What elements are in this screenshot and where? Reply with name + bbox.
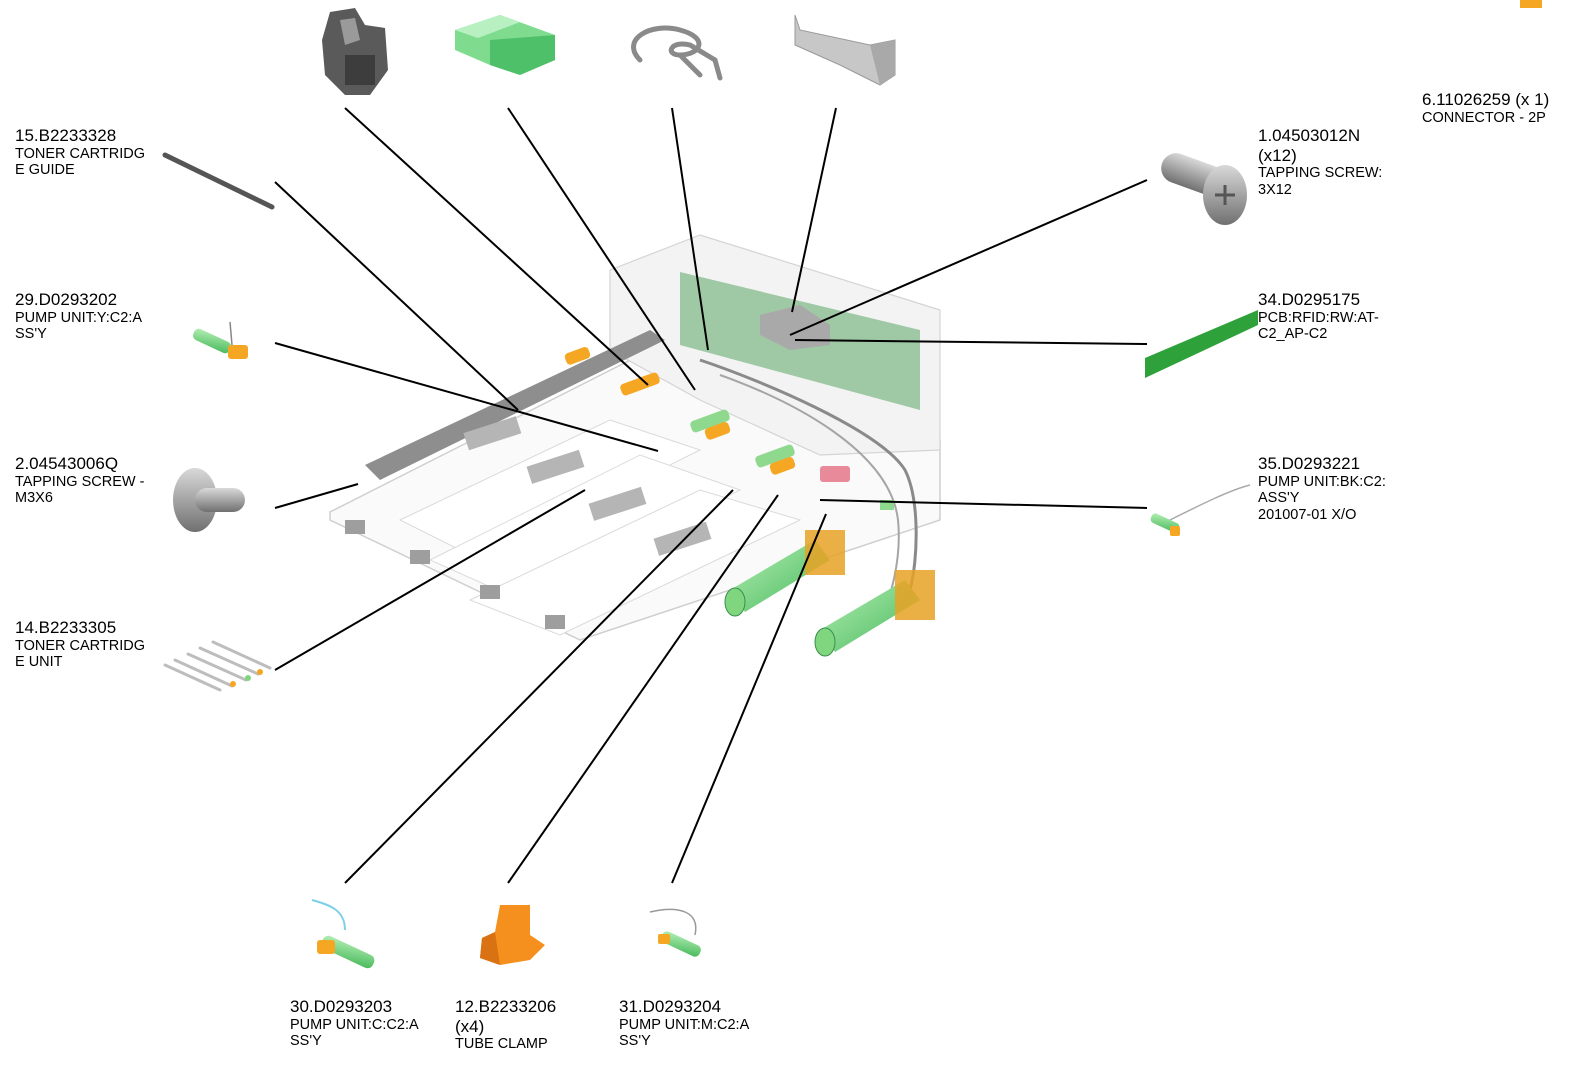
rear-bracket xyxy=(760,305,830,350)
green-bracket-part xyxy=(455,15,555,75)
base-tab xyxy=(545,615,565,629)
part-number: 15.B2233328 xyxy=(15,126,117,145)
assembly-pump-units xyxy=(564,347,850,482)
leader-14 xyxy=(274,489,586,671)
part-number: 30.D0293203 xyxy=(290,997,393,1016)
base-tab xyxy=(410,550,430,564)
pump-bk-part xyxy=(1150,484,1251,536)
screw-3x12-part xyxy=(1161,153,1247,225)
part-description: TAPPING SCREW: 3X12 xyxy=(1258,165,1383,198)
part-description: PUMP UNIT:Y:C2:A SS'Y xyxy=(15,309,143,343)
front-pump-1 xyxy=(724,530,845,617)
leader-latch xyxy=(344,107,649,386)
slot-pad xyxy=(653,521,712,556)
leader-spring xyxy=(671,107,709,351)
part-label-15: 15.B2233328 TONER CARTRIDG E GUIDE xyxy=(15,126,145,179)
leader-green-bracket xyxy=(507,107,696,391)
leader-31 xyxy=(671,513,827,884)
part-label-31: 31.D0293204 PUMP UNIT:M:C2:A SS'Y xyxy=(619,997,749,1050)
spring-part xyxy=(631,25,723,81)
part-description: TAPPING SCREW - M3X6 xyxy=(15,473,145,507)
rfid-pcb-part xyxy=(1145,310,1258,378)
guide-rail xyxy=(365,330,665,480)
connector-2p-part xyxy=(1520,0,1542,8)
screw-m3x6-part xyxy=(173,468,245,532)
part-description: TUBE CLAMP xyxy=(455,1036,548,1053)
part-description: PUMP UNIT:M:C2:A SS'Y xyxy=(619,1016,750,1050)
part-number: 31.D0293204 xyxy=(619,997,722,1016)
pump-y-part xyxy=(192,321,248,359)
small-green-clip xyxy=(880,500,894,510)
leader-metal-plate xyxy=(791,107,837,313)
leader-lines xyxy=(274,107,1148,884)
pump-m-part xyxy=(649,908,701,957)
part-label-30: 30.D0293203 PUMP UNIT:C:C2:A SS'Y xyxy=(290,997,419,1050)
part-number: 6.11026259 (x 1) xyxy=(1422,90,1550,109)
part-label-35: 35.D0293221 PUMP UNIT:BK:C2: ASS'Y 20100… xyxy=(1258,454,1386,524)
part-number: 1.04503012N xyxy=(1258,126,1361,145)
cartridge-slot xyxy=(398,419,702,561)
base-tab xyxy=(480,585,500,599)
part-number: 34.D0295175 xyxy=(1258,290,1361,309)
part-description: TONER CARTRIDG E GUIDE xyxy=(15,145,145,179)
pump-c-part xyxy=(311,899,375,969)
part-number: 12.B2233206 xyxy=(455,997,557,1016)
part-label-14: 14.B2233305 TONER CARTRIDG E UNIT xyxy=(15,618,145,671)
leader-1 xyxy=(789,179,1148,336)
slot-pad xyxy=(526,449,585,484)
part-description: PUMP UNIT:BK:C2: ASS'Y 201007-01 X/O xyxy=(1258,473,1386,523)
latch-part xyxy=(322,8,388,95)
toner-cartridge-unit-part xyxy=(163,640,272,692)
part-label-12: 12.B2233206 (x4) TUBE CLAMP xyxy=(455,997,556,1053)
metal-plate-part xyxy=(794,14,896,86)
part-label-1: 1.04503012N (x12) TAPPING SCREW: 3X12 xyxy=(1258,126,1382,198)
base-tab xyxy=(345,520,365,534)
part-label-34: 34.D0295175 PCB:RFID:RW:AT- C2_AP-C2 xyxy=(1258,290,1379,343)
leader-15 xyxy=(274,181,519,411)
part-description: CONNECTOR - 2P xyxy=(1422,109,1546,126)
part-label-29: 29.D0293202 PUMP UNIT:Y:C2:A SS'Y xyxy=(15,290,142,343)
front-pump-2 xyxy=(814,570,935,657)
leader-2 xyxy=(274,483,359,509)
tube-clamp-part xyxy=(480,905,545,965)
slot-pad xyxy=(463,416,522,451)
leader-35 xyxy=(819,499,1148,509)
part-label-2: 2.04543006Q TAPPING SCREW - M3X6 xyxy=(15,454,144,507)
tube xyxy=(699,358,918,591)
leader-12 xyxy=(507,494,779,884)
part-number: 35.D0293221 xyxy=(1258,454,1361,473)
main-assembly xyxy=(329,234,941,657)
cartridge-slot xyxy=(468,489,802,636)
part-number: 14.B2233305 xyxy=(15,618,117,637)
part-number: 29.D0293202 xyxy=(15,290,118,309)
part-quantity: (x12) xyxy=(1258,145,1297,165)
leader-34 xyxy=(794,339,1148,345)
part-description: PCB:RFID:RW:AT- C2_AP-C2 xyxy=(1258,309,1379,343)
part-description: PUMP UNIT:C:C2:A SS'Y xyxy=(290,1016,419,1050)
part-description: TONER CARTRIDG E UNIT xyxy=(15,637,145,671)
leader-29 xyxy=(274,342,659,452)
part-quantity: (x4) xyxy=(455,1016,485,1036)
part-label-6: 6.11026259 (x 1) CONNECTOR - 2P xyxy=(1422,90,1549,126)
leader-30 xyxy=(344,489,734,884)
toner-guide-part xyxy=(162,152,275,210)
slot-pad xyxy=(588,486,647,521)
part-number: 2.04543006Q xyxy=(15,454,119,473)
